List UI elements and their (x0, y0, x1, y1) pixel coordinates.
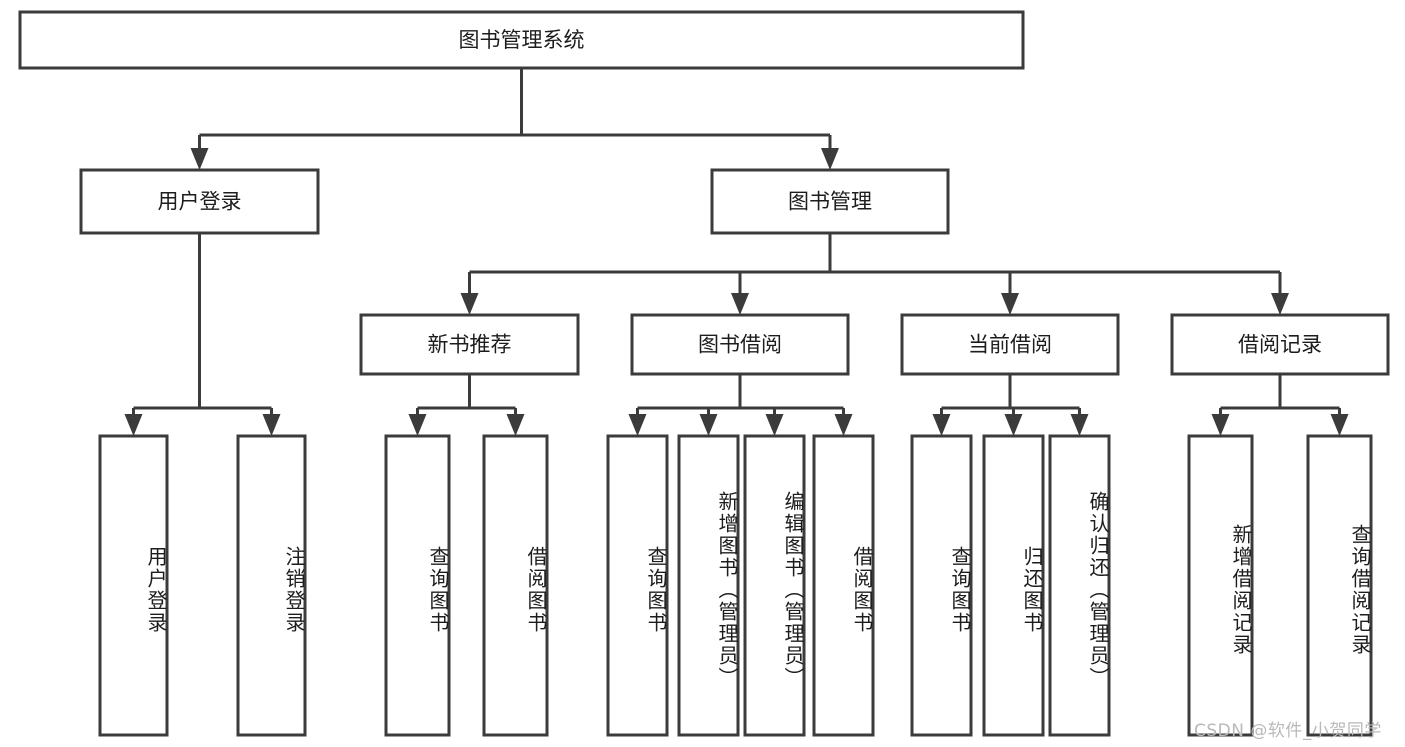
node-leaf-1-注销登录[interactable] (236, 434, 307, 737)
node-leaf-7-借阅图书[interactable] (812, 434, 875, 737)
connector-group (124, 68, 1349, 436)
arrow-head-icon (699, 414, 718, 436)
node-root-图书管理系统[interactable] (18, 10, 1025, 70)
node-label-l2-1: 图书管理 (788, 190, 872, 214)
arrow-head-icon (460, 293, 479, 315)
node-label-l3-3: 借阅记录 (1238, 333, 1322, 357)
arrow-head-icon (262, 414, 281, 436)
node-l2-图书管理[interactable] (710, 168, 950, 235)
node-box-group (18, 10, 1390, 737)
node-l3-当前借阅[interactable] (900, 313, 1120, 376)
arrow-head-icon (1271, 293, 1289, 315)
node-label-root: 图书管理系统 (459, 28, 585, 52)
arrow-head-icon (506, 414, 525, 436)
node-leaf-8-查询图书[interactable] (910, 434, 973, 737)
node-leaf-5-新增图书管理员[interactable] (677, 434, 740, 737)
arrow-head-icon (1001, 293, 1019, 315)
node-leaf-6-编辑图书管理员[interactable] (743, 434, 806, 737)
arrow-head-icon (1004, 414, 1023, 436)
node-leaf-3-借阅图书[interactable] (482, 434, 549, 737)
node-label-l2-0: 用户登录 (158, 190, 242, 214)
arrow-head-icon (932, 414, 951, 436)
arrow-head-icon (834, 414, 853, 436)
node-leaf-9-归还图书[interactable] (982, 434, 1045, 737)
arrow-head-icon (408, 414, 427, 436)
arrow-head-icon (821, 148, 839, 170)
arrow-head-icon (1070, 414, 1089, 436)
arrow-head-icon (765, 414, 784, 436)
arrow-head-icon (1330, 414, 1349, 436)
node-l2-用户登录[interactable] (79, 168, 320, 235)
node-leaf-2-查询图书[interactable] (384, 434, 451, 737)
node-l3-借阅记录[interactable] (1170, 313, 1390, 376)
node-label-l3-1: 图书借阅 (698, 333, 782, 357)
arrow-head-icon (1211, 414, 1230, 436)
node-l3-新书推荐[interactable] (359, 313, 580, 376)
node-leaf-0-用户登录[interactable] (98, 434, 169, 737)
node-leaf-11-新增借阅记录[interactable] (1187, 434, 1254, 737)
node-l3-图书借阅[interactable] (630, 313, 850, 376)
node-leaf-4-查询图书[interactable] (606, 434, 669, 737)
arrow-head-icon (190, 148, 209, 170)
node-label-l3-0: 新书推荐 (428, 333, 512, 357)
watermark: CSDN @软件_小贺同学 (1194, 721, 1382, 741)
arrow-head-icon (731, 293, 749, 315)
node-leaf-12-查询借阅记录[interactable] (1306, 434, 1373, 737)
node-leaf-10-确认归还管理员[interactable] (1048, 434, 1111, 737)
arrow-head-icon (124, 414, 143, 436)
node-label-l3-2: 当前借阅 (968, 333, 1052, 357)
arrow-head-icon (628, 414, 647, 436)
